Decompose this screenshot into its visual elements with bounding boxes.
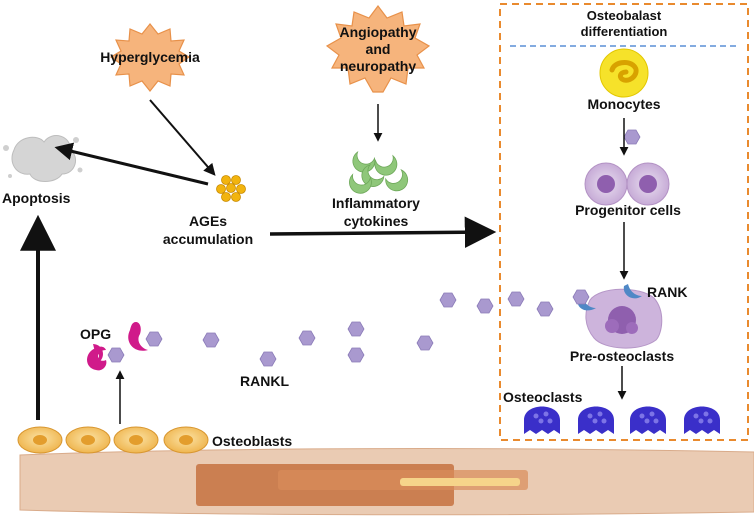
osteoclasts xyxy=(524,406,720,434)
osteoblasts-label: Osteoblasts xyxy=(212,433,293,449)
box-title-line-1: Osteobalast xyxy=(586,8,662,23)
osteoblasts xyxy=(17,426,209,454)
progenitor-cells xyxy=(584,162,670,206)
box-title: Osteobalast differentiation xyxy=(581,8,668,40)
ages-cluster xyxy=(216,175,246,202)
cytokine-cluster xyxy=(349,151,409,194)
angiopathy-starburst xyxy=(325,5,431,93)
bone xyxy=(19,448,754,516)
hyperglycemia-starburst xyxy=(109,23,191,92)
hyperglycemia-label: Hyperglycemia xyxy=(100,49,200,65)
opg-label: OPG xyxy=(80,326,112,342)
ages-line-1: AGEs xyxy=(188,213,228,229)
angiopathy-line-3: neuropathy xyxy=(339,58,417,74)
apoptotic-cell xyxy=(3,135,83,182)
pre-osteoclast xyxy=(585,288,663,349)
angiopathy-line-1: Angiopathy xyxy=(339,24,417,40)
inflammatory-line-1: Inflammatory xyxy=(332,195,420,211)
arrows xyxy=(20,99,629,424)
rankl-hexagons xyxy=(107,129,641,367)
inflammatory-label: Inflammatory cytokines xyxy=(332,194,420,230)
inflammatory-line-2: cytokines xyxy=(343,213,409,229)
osteoclasts-label: Osteoclasts xyxy=(503,389,583,405)
box-title-line-2: differentiation xyxy=(580,24,668,39)
opg-molecule-left xyxy=(87,346,107,371)
ages-label: AGEs accumulation xyxy=(163,212,253,248)
angiopathy-line-2: and xyxy=(365,41,391,57)
ages-line-2: accumulation xyxy=(162,231,254,247)
differentiation-box xyxy=(499,3,749,441)
monocyte xyxy=(599,48,649,98)
progenitor-label: Progenitor cells xyxy=(575,202,681,218)
angiopathy-label: Angiopathy and neuropathy xyxy=(340,24,417,75)
monocytes-label: Monocytes xyxy=(587,96,661,112)
rank-label: RANK xyxy=(647,284,688,300)
rankl-label: RANKL xyxy=(240,373,289,389)
pre-osteoclasts-label: Pre-osteoclasts xyxy=(569,348,675,364)
apoptosis-label: Apoptosis xyxy=(2,190,71,206)
